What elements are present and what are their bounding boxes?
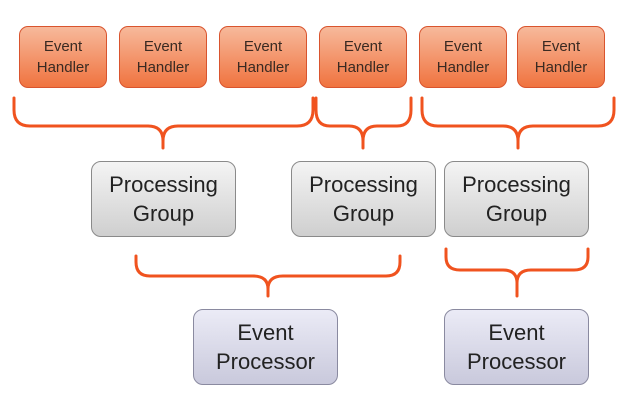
event-handler-line2: Handler [36,59,90,76]
processing-group-2: Processing Group [291,161,436,237]
bracket-groups-to-processor-1 [134,254,402,298]
event-handler-line2: Handler [336,59,390,76]
event-handler-line1: Event [143,38,183,55]
bracket-group-to-processor-2 [444,247,590,298]
processing-group-line1: Processing [462,172,571,197]
bracket-handlers-to-group-3 [420,96,616,150]
event-handler-line1: Event [243,38,283,55]
event-handler-line2: Handler [436,59,490,76]
event-handler-line2: Handler [236,59,290,76]
event-handler-2: Event Handler [119,26,207,88]
event-handler-line2: Handler [534,59,588,76]
event-handler-line1: Event [541,38,581,55]
processing-group-3: Processing Group [444,161,589,237]
event-handler-5: Event Handler [419,26,507,88]
processing-group-1: Processing Group [91,161,236,237]
processing-group-line2: Group [132,201,195,226]
event-handler-3: Event Handler [219,26,307,88]
event-handler-line2: Handler [136,59,190,76]
processing-group-line1: Processing [309,172,418,197]
event-processor-line1: Event [488,320,545,345]
event-processor-line1: Event [237,320,294,345]
bracket-handler-to-group-2 [314,96,413,150]
event-processor-2: Event Processor [444,309,589,385]
event-handler-4: Event Handler [319,26,407,88]
event-processor-line2: Processor [466,349,567,374]
event-handler-6: Event Handler [517,26,605,88]
event-handler-line1: Event [343,38,383,55]
event-processor-line2: Processor [215,349,316,374]
processing-group-line1: Processing [109,172,218,197]
event-processor-1: Event Processor [193,309,338,385]
processing-group-line2: Group [485,201,548,226]
event-handler-1: Event Handler [19,26,107,88]
event-handler-line1: Event [443,38,483,55]
processing-group-line2: Group [332,201,395,226]
event-handler-line1: Event [43,38,83,55]
bracket-handlers-to-group-1 [12,96,315,150]
